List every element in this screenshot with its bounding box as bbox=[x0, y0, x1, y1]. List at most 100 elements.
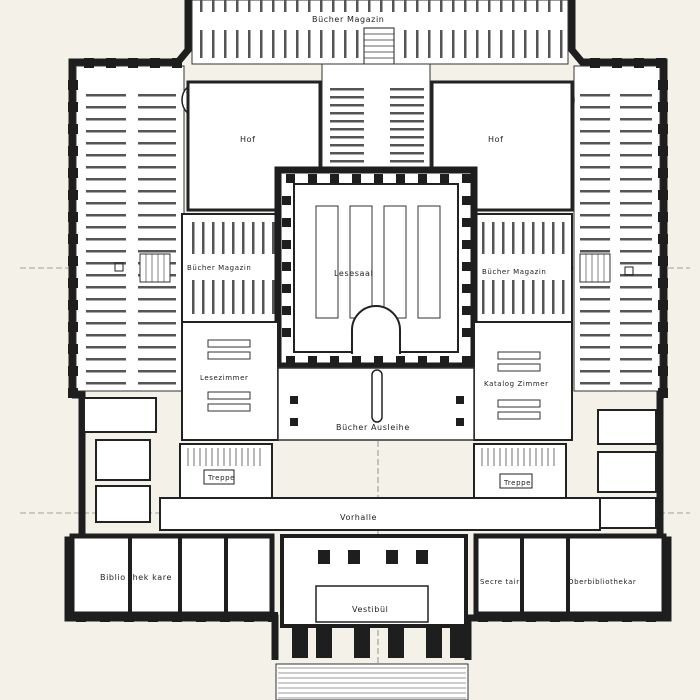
wall-pier bbox=[658, 388, 668, 398]
book-shelf bbox=[262, 222, 265, 254]
hall-pier bbox=[440, 174, 449, 183]
wall-pier bbox=[106, 58, 116, 68]
wall-pier bbox=[658, 344, 668, 354]
hall-pier bbox=[462, 306, 471, 315]
label-bibliothekare: Biblio thek kare bbox=[100, 573, 172, 582]
book-shelf bbox=[344, 0, 347, 12]
book-shelf bbox=[620, 154, 652, 157]
right-small-rooms bbox=[597, 409, 657, 529]
book-shelf bbox=[620, 262, 652, 265]
top-shelves bbox=[200, 0, 563, 58]
label-katalog: Katalog Zimmer bbox=[484, 380, 549, 388]
book-shelf bbox=[308, 30, 311, 58]
wall-pier bbox=[76, 612, 86, 622]
wall-pier bbox=[658, 146, 668, 156]
book-shelf bbox=[580, 238, 610, 241]
hall-pier bbox=[282, 306, 291, 315]
book-shelf bbox=[202, 280, 205, 314]
book-shelf bbox=[380, 0, 383, 12]
label-magazin-left: Bücher Magazin bbox=[187, 264, 251, 272]
book-shelf bbox=[620, 130, 652, 133]
wall-pier bbox=[612, 58, 622, 68]
book-shelf bbox=[138, 226, 176, 229]
book-shelf bbox=[368, 0, 371, 12]
book-shelf bbox=[248, 30, 251, 58]
book-shelf bbox=[580, 178, 610, 181]
book-shelf bbox=[580, 226, 610, 229]
book-shelf bbox=[138, 178, 176, 181]
courtyards: Hof Hof bbox=[186, 80, 574, 212]
book-shelf bbox=[236, 0, 239, 12]
book-shelf bbox=[86, 298, 126, 301]
book-shelf bbox=[620, 106, 652, 109]
book-shelf bbox=[532, 222, 535, 254]
portico-column bbox=[426, 628, 442, 658]
book-shelf bbox=[580, 322, 610, 325]
reading-desk bbox=[383, 205, 407, 319]
wall-pier bbox=[268, 612, 278, 622]
book-shelf bbox=[580, 130, 610, 133]
book-shelf bbox=[580, 370, 610, 373]
book-shelf bbox=[200, 0, 203, 12]
wall-pier bbox=[658, 168, 668, 178]
book-shelf bbox=[512, 280, 515, 314]
book-shelf bbox=[86, 94, 126, 97]
wall-pier bbox=[658, 322, 668, 332]
hall-pier bbox=[308, 356, 317, 365]
book-shelf bbox=[440, 30, 443, 58]
wall-pier bbox=[100, 612, 110, 622]
book-shelf bbox=[580, 358, 610, 361]
book-shelf bbox=[138, 334, 176, 337]
book-shelf bbox=[580, 166, 610, 169]
wall-pier bbox=[150, 58, 160, 68]
book-shelf bbox=[580, 142, 610, 145]
book-shelf bbox=[332, 0, 335, 12]
book-shelf bbox=[86, 202, 126, 205]
book-shelf bbox=[390, 120, 424, 123]
book-shelf bbox=[620, 274, 652, 277]
book-shelf bbox=[232, 222, 235, 254]
book-shelf bbox=[620, 94, 652, 97]
book-shelf bbox=[236, 30, 239, 58]
book-shelf bbox=[552, 280, 555, 314]
book-shelf bbox=[488, 0, 491, 12]
wall-pier bbox=[622, 612, 632, 622]
book-shelf bbox=[536, 30, 539, 58]
book-shelf bbox=[620, 370, 652, 373]
wall-pier bbox=[658, 80, 668, 90]
wall-pier bbox=[68, 366, 78, 376]
book-shelf bbox=[296, 0, 299, 12]
book-shelf bbox=[308, 0, 311, 12]
wall-pier bbox=[658, 300, 668, 310]
label-hof-left: Hof bbox=[240, 135, 256, 144]
wall-pier bbox=[598, 612, 608, 622]
book-shelf bbox=[580, 250, 610, 253]
label-vestibuel: Vestibül bbox=[352, 605, 388, 614]
book-shelf bbox=[252, 280, 255, 314]
book-shelf bbox=[330, 144, 364, 147]
book-shelf bbox=[580, 310, 610, 313]
book-shelf bbox=[620, 202, 652, 205]
hall-pier bbox=[330, 174, 339, 183]
book-shelf bbox=[138, 106, 176, 109]
book-shelf bbox=[482, 280, 485, 314]
book-shelf bbox=[262, 280, 265, 314]
hall-pier bbox=[418, 356, 427, 365]
book-shelf bbox=[522, 280, 525, 314]
staircases: Treppe Treppe bbox=[179, 443, 567, 499]
book-shelf bbox=[330, 112, 364, 115]
book-shelf bbox=[356, 0, 359, 12]
book-shelf bbox=[86, 130, 126, 133]
wall-pier bbox=[244, 612, 254, 622]
wall-pier bbox=[658, 366, 668, 376]
book-shelf bbox=[86, 214, 126, 217]
book-shelf bbox=[428, 0, 431, 12]
hall-pier bbox=[282, 262, 291, 271]
book-shelf bbox=[532, 280, 535, 314]
book-shelf bbox=[224, 0, 227, 12]
wall-pier bbox=[68, 102, 78, 112]
wall-pier bbox=[68, 168, 78, 178]
book-shelf bbox=[86, 106, 126, 109]
wall-pier bbox=[84, 58, 94, 68]
book-shelf bbox=[86, 166, 126, 169]
